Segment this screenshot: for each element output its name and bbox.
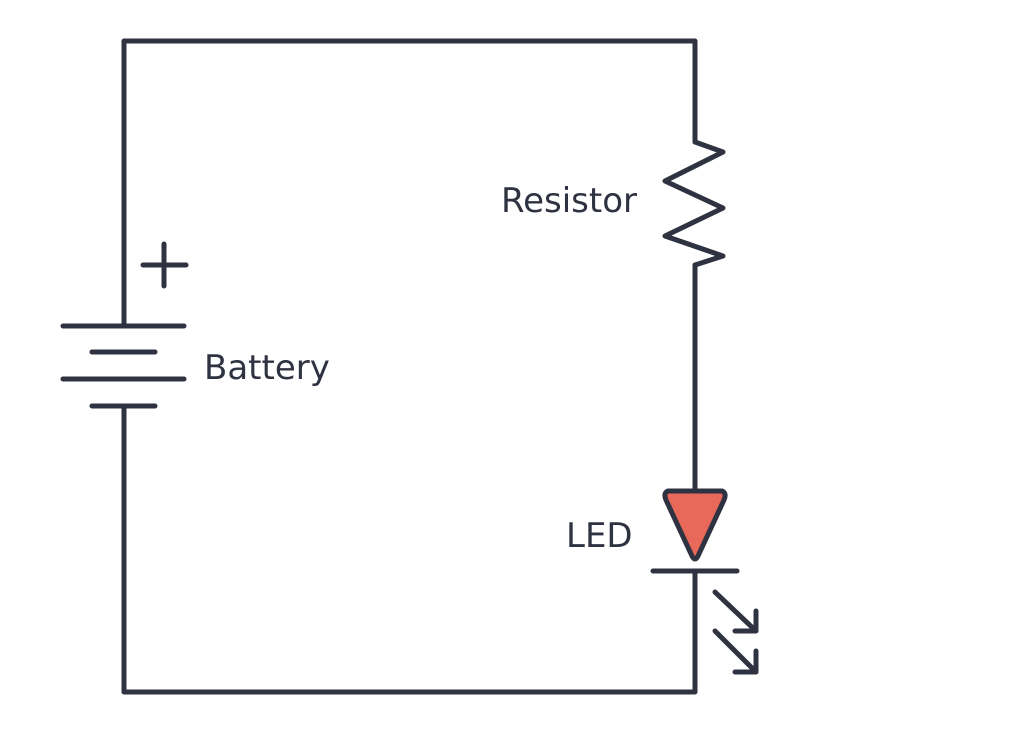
led-label: LED (566, 516, 633, 556)
battery-symbol: Battery (60, 241, 330, 409)
plus-icon (140, 241, 189, 289)
led-triangle (662, 488, 728, 562)
circuit-wires (121, 38, 698, 695)
resistor-zigzag (662, 139, 726, 268)
resistor-symbol: Resistor (501, 139, 726, 268)
battery-label: Battery (204, 348, 330, 388)
wire-top-left (121, 38, 698, 328)
led-symbol: LED (566, 488, 759, 675)
resistor-label: Resistor (501, 181, 637, 221)
wire-bottom (121, 403, 698, 695)
light-emission-arrows-icon (712, 589, 759, 675)
